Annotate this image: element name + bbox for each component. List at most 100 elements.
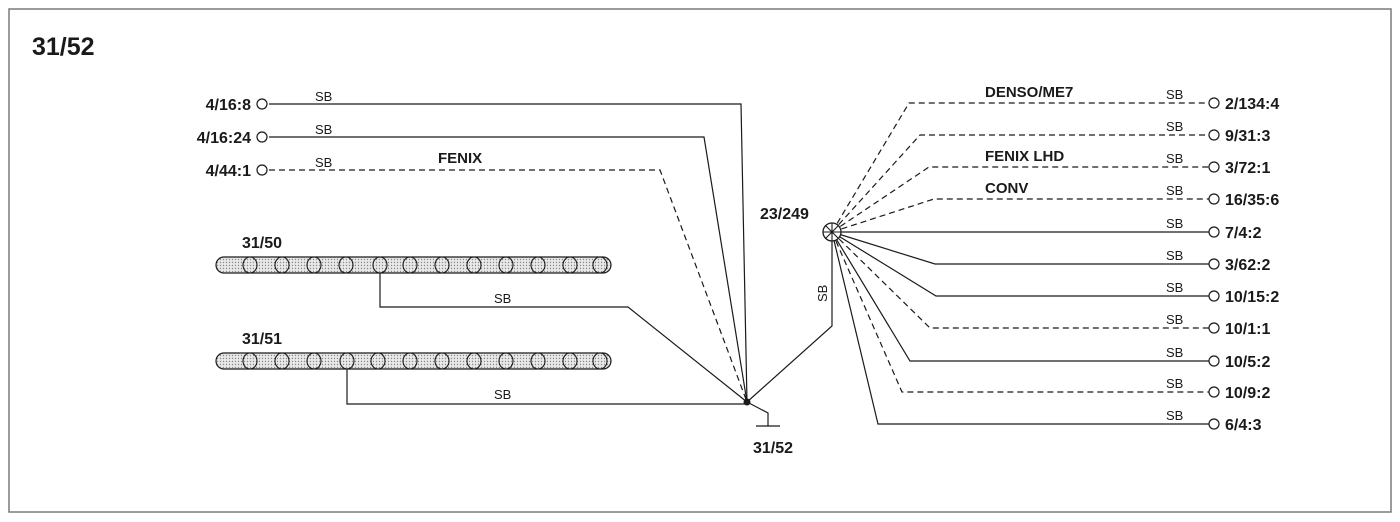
connector-pin [242,256,258,274]
variant-note: FENIX [438,150,482,167]
connector-pin [402,352,418,370]
wire-color-label: SB [315,155,332,170]
junction-wire-color: SB [815,285,830,302]
wire-2-134-4 [831,102,1209,233]
ground-stub [746,401,780,427]
connector-pin [370,352,386,370]
wire-color-label: SB [1166,216,1183,231]
right-terminal-wires [831,102,1209,425]
right-terminal: 16/35:6 SB CONV [985,180,1279,209]
terminal-circle [256,164,268,176]
wire-color-label: SB [1166,87,1183,102]
right-terminal: 3/72:1 SB FENIX LHD [985,148,1270,177]
left-terminal: 4/16:24 SB [197,122,333,147]
wire-3-72-1 [831,166,1209,233]
wire-color-label: SB [1166,183,1183,198]
connector-pin [306,352,322,370]
right-terminal: 10/5:2 SB [1166,345,1270,371]
terminal-label: 10/9:2 [1225,385,1270,402]
right-terminal: 9/31:3 SB [1166,119,1270,145]
connector-label: 31/51 [242,331,282,348]
terminal-label: 10/5:2 [1225,354,1270,371]
connector-pin [372,256,388,274]
terminal-circle [256,131,268,143]
terminal-circle [1208,290,1220,302]
right-terminal: 10/1:1 SB [1166,312,1270,338]
wire-color-label: SB [1166,345,1183,360]
connector-pin [306,256,322,274]
right-terminal: 10/15:2 SB [1166,280,1279,306]
wire-10-5-2 [831,231,1209,362]
terminal-circle [1208,193,1220,205]
wire-color-label: SB [1166,408,1183,423]
right-terminal: 3/62:2 SB [1166,248,1270,274]
variant-note: DENSO/ME7 [985,84,1073,101]
wire-color-label: SB [1166,280,1183,295]
terminal-circle [1208,258,1220,270]
wire-color-label: SB [1166,376,1183,391]
left-terminal: 4/16:8 SB [206,89,333,114]
connector-pin [498,256,514,274]
connector-pin [466,352,482,370]
connector-pins [242,256,608,274]
terminal-label: 9/31:3 [1225,128,1270,145]
connector-pin [274,352,290,370]
left-terminal-wires [269,103,748,403]
terminal-label: 10/15:2 [1225,289,1279,306]
connector-pin [530,352,546,370]
terminal-circle [1208,161,1220,173]
connector-pin [274,256,290,274]
connector-pin [592,256,608,274]
splice-point [743,398,751,406]
terminal-circle [1208,355,1220,367]
terminal-label: 10/1:1 [1225,321,1270,338]
diagram-frame [8,8,1392,513]
terminal-label: 6/4:3 [1225,417,1262,434]
left-terminals: 4/16:8 SB 4/16:24 SB 4/44:1 SB FENIX [197,89,482,180]
terminal-circle [1208,418,1220,430]
wire-color-label: SB [1166,312,1183,327]
terminal-circle [1208,97,1220,109]
diagram-title: 31/52 [32,33,95,61]
terminal-label: 4/16:8 [206,97,251,114]
connector-pin [592,352,608,370]
connector-pin [242,352,258,370]
connector-pin [338,256,354,274]
connector-pin [498,352,514,370]
terminal-label: 4/16:24 [197,130,251,147]
connector-pin [530,256,546,274]
terminal-circle [1208,226,1220,238]
wire-3-62-2 [831,231,1209,265]
ground-label: 31/52 [753,440,793,457]
junction-23-249-symbol [822,222,842,242]
right-terminal: 10/9:2 SB [1166,376,1270,402]
terminal-label: 7/4:2 [1225,225,1262,242]
terminal-label: 3/62:2 [1225,257,1270,274]
right-terminal: 6/4:3 SB [1166,408,1262,434]
wire-10-15-2 [831,231,1209,297]
connector-pins [242,352,608,370]
connector-pin [434,256,450,274]
wire-16-35-6 [831,198,1209,233]
left-terminal: 4/44:1 SB FENIX [206,150,483,180]
connector-pin [434,352,450,370]
wire-31-50-tap [379,265,748,403]
wire-10-9-2 [831,231,1209,393]
terminal-label: 4/44:1 [206,163,251,180]
connector-label: 31/50 [242,235,282,252]
terminal-circle [256,98,268,110]
terminal-circle [1208,322,1220,334]
wire-color-label: SB [1166,119,1183,134]
connector-pin [402,256,418,274]
connector-31-51: 31/51 SB [215,331,612,402]
right-terminal: 7/4:2 SB [1166,216,1262,242]
wire-4-44-1 [269,169,748,403]
wire-10-1-1 [831,231,1209,329]
wire-31-51-tap [346,361,747,405]
terminal-label: 2/134:4 [1225,96,1279,113]
connector-pin [562,256,578,274]
wire-color-label: SB [1166,151,1183,166]
variant-note: CONV [985,180,1028,197]
wire-9-31-3 [831,134,1209,233]
